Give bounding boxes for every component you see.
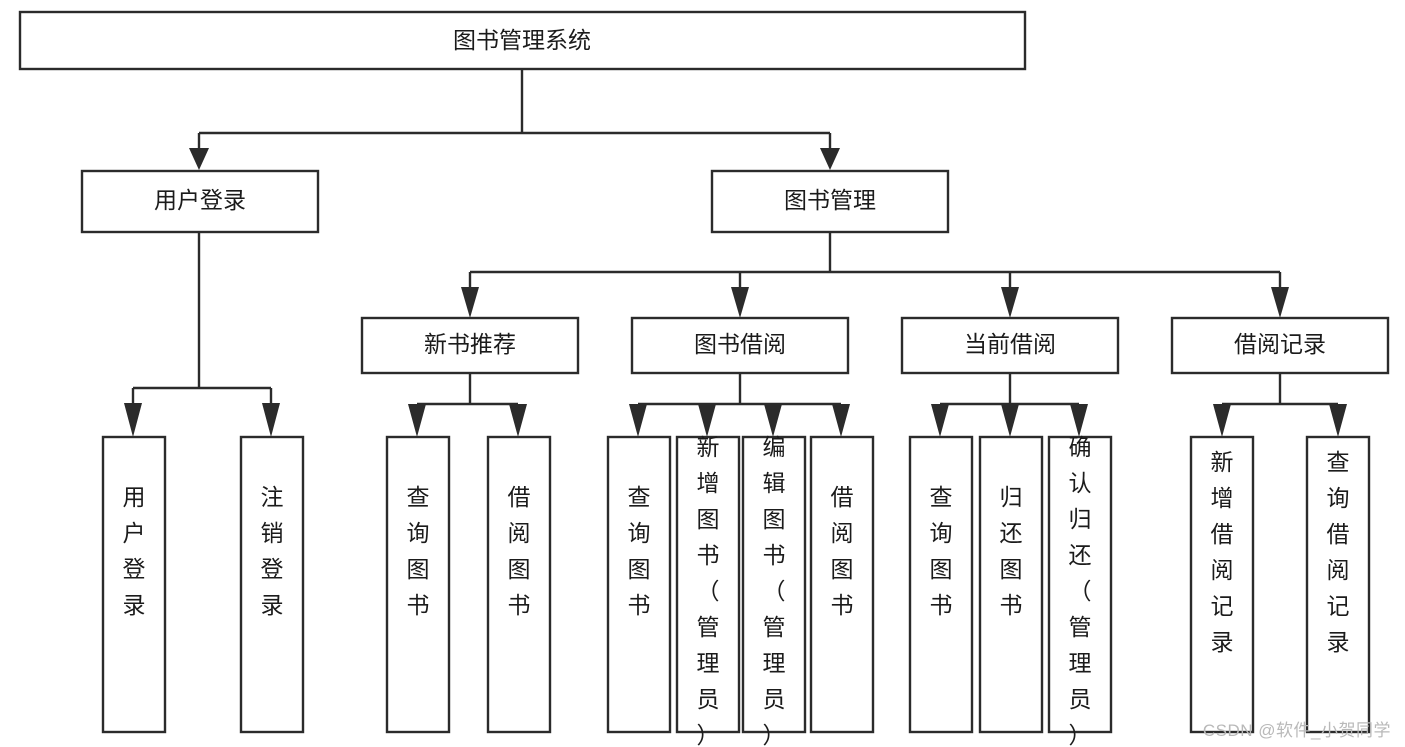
arrow-icon-br-2	[1329, 404, 1347, 437]
leaf-node[interactable]: 确认归还（管理员）	[1047, 434, 1113, 747]
leaf-node[interactable]: 注销登录	[239, 435, 305, 734]
connector-group-current-borrow	[931, 373, 1088, 437]
leaf-bb-lend-label: 借阅图书	[831, 484, 854, 618]
node-book-borrow-label: 图书借阅	[694, 331, 786, 357]
leaf-bb-query-label: 查询图书	[628, 484, 651, 618]
leaf-logout-label: 注销登录	[261, 484, 284, 618]
leaf-bb-edit-label: 编辑图书（管理员）	[763, 434, 786, 747]
connector-group-user-login	[124, 232, 280, 437]
arrow-icon-br-1	[1213, 404, 1231, 437]
node-user-login-box[interactable]	[80, 169, 320, 234]
leaf-bb-edit-box[interactable]	[741, 435, 807, 734]
arrow-icon-bb-3	[764, 404, 782, 437]
node-current-borrow[interactable]: 当前借阅	[900, 316, 1120, 375]
node-book-borrow-box[interactable]	[630, 316, 850, 375]
connector-group-borrow-record	[1213, 373, 1347, 437]
leaf-br-query-label: 查询借阅记录	[1327, 449, 1350, 655]
node-current-borrow-box[interactable]	[900, 316, 1120, 375]
leaf-logout-box[interactable]	[239, 435, 305, 734]
arrow-icon-bm-1	[461, 287, 479, 318]
leaf-node[interactable]: 新增图书（管理员）	[675, 434, 741, 747]
node-current-borrow-label: 当前借阅	[964, 331, 1056, 357]
leaf-cb-confirm-box[interactable]	[1047, 435, 1113, 734]
leaf-node[interactable]: 借阅图书	[809, 435, 875, 734]
arrow-icon-cb-1	[931, 404, 949, 437]
leaf-node[interactable]: 查询图书	[908, 435, 974, 734]
leaf-br-query-box[interactable]	[1305, 435, 1371, 734]
node-new-book-recommend-label: 新书推荐	[424, 331, 516, 357]
connector-group-new-book	[408, 373, 527, 437]
leaf-node[interactable]: 用户登录	[101, 435, 167, 734]
arrow-icon-bm-2	[731, 287, 749, 318]
leaf-nb-query-box[interactable]	[385, 435, 451, 734]
leaf-cb-query-box[interactable]	[908, 435, 974, 734]
leaf-br-add-box[interactable]	[1189, 435, 1255, 734]
arrow-icon-root-1	[189, 148, 209, 170]
node-root[interactable]: 图书管理系统	[18, 10, 1027, 71]
leaf-node[interactable]: 查询图书	[385, 435, 451, 734]
leaf-cb-return-box[interactable]	[978, 435, 1044, 734]
arrow-icon-bb-4	[832, 404, 850, 437]
node-book-manage-box[interactable]	[710, 169, 950, 234]
leaf-node[interactable]: 查询借阅记录	[1305, 435, 1371, 734]
node-root-box[interactable]	[18, 10, 1027, 71]
leaf-br-add-label: 新增借阅记录	[1211, 449, 1234, 655]
leaf-cb-confirm-label: 确认归还（管理员）	[1069, 434, 1092, 747]
connector-group-book-manage	[461, 232, 1289, 318]
node-new-book-recommend-box[interactable]	[360, 316, 580, 375]
leaf-node[interactable]: 编辑图书（管理员）	[741, 434, 807, 747]
node-user-login[interactable]: 用户登录	[80, 169, 320, 234]
leaf-cb-query-label: 查询图书	[930, 484, 953, 618]
node-book-borrow[interactable]: 图书借阅	[630, 316, 850, 375]
leaf-node[interactable]: 新增借阅记录	[1189, 435, 1255, 734]
arrow-icon-ul-2	[262, 403, 280, 437]
leaf-bb-add-box[interactable]	[675, 435, 741, 734]
leaf-node[interactable]: 查询图书	[606, 435, 672, 734]
arrow-icon-nb-1	[408, 404, 426, 437]
arrow-icon-cb-3	[1070, 404, 1088, 437]
node-borrow-record-label: 借阅记录	[1234, 331, 1326, 357]
node-book-manage[interactable]: 图书管理	[710, 169, 950, 234]
leaf-node[interactable]: 归还图书	[978, 435, 1044, 734]
leaf-nb-borrow-label: 借阅图书	[508, 484, 531, 618]
arrow-icon-cb-2	[1001, 404, 1019, 437]
leaf-bb-lend-box[interactable]	[809, 435, 875, 734]
arrow-icon-nb-2	[509, 404, 527, 437]
arrow-icon-ul-1	[124, 403, 142, 437]
leaf-nb-borrow-box[interactable]	[486, 435, 552, 734]
arrow-icon-bb-1	[629, 404, 647, 437]
leaf-nb-query-label: 查询图书	[407, 484, 430, 618]
leaf-user-login-box[interactable]	[101, 435, 167, 734]
connector-group-root	[189, 69, 840, 170]
node-borrow-record-box[interactable]	[1170, 316, 1390, 375]
arrow-icon-bm-3	[1001, 287, 1019, 318]
leaf-user-login-label: 用户登录	[123, 484, 146, 618]
arrow-icon-bb-2	[698, 404, 716, 437]
leaf-bb-query-box[interactable]	[606, 435, 672, 734]
node-borrow-record[interactable]: 借阅记录	[1170, 316, 1390, 375]
node-new-book-recommend[interactable]: 新书推荐	[360, 316, 580, 375]
arrow-icon-bm-4	[1271, 287, 1289, 318]
connector-group-book-borrow	[629, 373, 850, 437]
arrow-icon-root-2	[820, 148, 840, 170]
node-user-login-label: 用户登录	[154, 187, 246, 213]
node-book-manage-label: 图书管理	[784, 187, 876, 213]
csdn-watermark: CSDN @软件_小贺同学	[1202, 721, 1391, 740]
node-root-label: 图书管理系统	[453, 27, 591, 53]
leaf-bb-add-label: 新增图书（管理员）	[697, 434, 720, 747]
leaf-cb-return-label: 归还图书	[1000, 484, 1023, 618]
leaf-node[interactable]: 借阅图书	[486, 435, 552, 734]
